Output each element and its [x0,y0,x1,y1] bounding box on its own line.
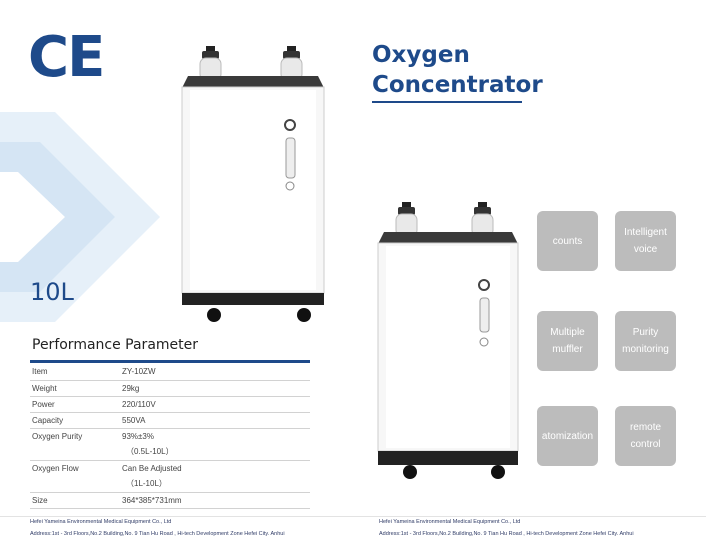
spec-row: Weight 29kg [30,380,310,397]
spec-value: 220/110V [120,396,310,413]
spec-key [30,444,120,461]
spec-key: Item [30,364,120,381]
spec-row: Item ZY-10ZW [30,364,310,381]
spec-value: 550VA [120,412,310,429]
spec-key: Capacity [30,412,120,429]
product-title: Oxygen Concentrator [372,40,543,100]
spec-value: （1L-10L） [120,476,310,493]
feature-label: muffler [552,344,583,355]
feature-label: Multiple [550,327,585,338]
spec-row: Power 220/110V [30,396,310,413]
feature-label: voice [633,244,658,255]
spec-key: Weight [30,380,120,397]
feature-label: Intelligent [624,227,667,238]
performance-heading: Performance Parameter [32,337,199,353]
spec-value: ZY-10ZW [120,364,310,381]
capacity-label: 10L [30,278,74,306]
spec-row: Oxygen Flow Can Be Adjusted [30,460,310,476]
spec-row: Capacity 550VA [30,412,310,429]
spec-row: （0.5L-10L） [30,444,310,461]
feature-tile-remote-control: remote control [615,406,676,466]
spec-key: Oxygen Purity [32,431,83,441]
product-title-line1: Oxygen [372,42,470,68]
ce-mark: CE [28,25,105,90]
feature-label: atomization [541,430,594,442]
spec-value: 93%±3% [122,431,154,441]
title-underline [372,101,522,103]
footer-right: Hefei Yameina Environmental Medical Equi… [379,516,634,540]
footer-company: Hefei Yameina Environmental Medical Equi… [379,519,521,525]
feature-tile-intelligent-voice: Intelligent voice [615,211,676,271]
feature-label: control [630,439,661,450]
spec-table: Item ZY-10ZW Weight 29kg Power 220/110V … [30,364,310,509]
spec-key: Power [30,396,120,413]
spec-value: （0.5L-10L） [120,444,310,461]
spec-value: Can Be Adjusted [122,463,182,473]
oxygen-concentrator-image-angled [377,202,519,479]
spec-value: 364*385*731mm [120,492,310,509]
chevron-background [0,112,160,322]
spec-key: Oxygen Flow [32,463,79,473]
performance-rule [30,360,310,363]
footer-address: Address:1st - 3rd Floors,No.2 Building,N… [30,531,285,537]
feature-tile-purity-monitoring: Purity monitoring [615,311,676,371]
feature-tile-atomization: atomization [537,406,598,466]
spec-row: Size 364*385*731mm [30,492,310,509]
feature-label: remote [629,422,662,433]
feature-label: monitoring [622,344,669,355]
footer-address: Address:1st - 3rd Floors,No.2 Building,N… [379,531,634,537]
feature-tile-multiple-muffler: Multiple muffler [537,311,598,371]
feature-tile-counts: counts [537,211,598,271]
spec-key [30,476,120,493]
spec-row: Oxygen Purity 93%±3% [30,428,310,444]
spec-value: 29kg [120,380,310,397]
feature-label: counts [552,235,583,247]
feature-label: Purity [632,327,659,338]
spec-row: （1L-10L） [30,476,310,493]
footer-company: Hefei Yameina Environmental Medical Equi… [30,519,172,525]
spec-key: Size [30,492,120,509]
footer-left: Hefei Yameina Environmental Medical Equi… [30,516,285,540]
footer-divider [0,516,706,517]
oxygen-concentrator-image-front [181,46,325,322]
product-title-line2: Concentrator [372,72,543,98]
